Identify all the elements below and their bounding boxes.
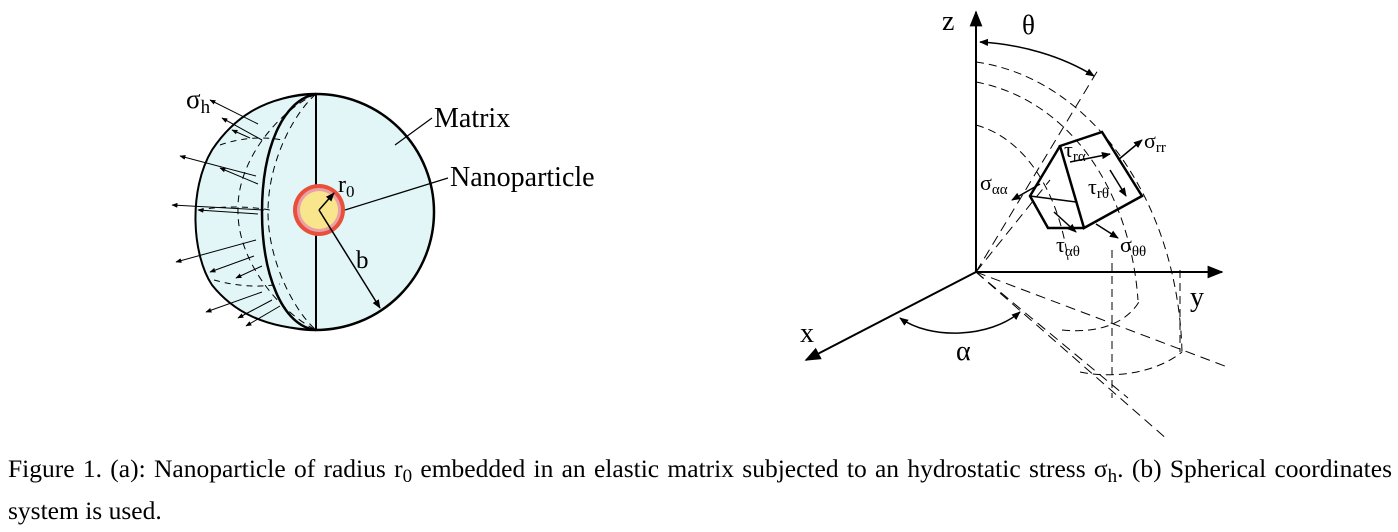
- figure-a: σh Matrix Nanoparticle r0 b: [171, 84, 595, 332]
- alpha-arc: [899, 311, 1021, 334]
- y-label: y: [1190, 282, 1204, 313]
- tau-ra-arrow: [1069, 152, 1111, 163]
- dashed-arc-equator: [1079, 351, 1183, 376]
- dashed-arc-mid: [975, 81, 1139, 301]
- tau-rt-arrow: [1109, 169, 1127, 197]
- stress-arrow-7: [197, 207, 259, 215]
- dashed-radial-2: [975, 271, 1129, 399]
- x-axis: [804, 271, 977, 361]
- dashed-latitude-1: [219, 137, 283, 146]
- tau-at-arrow: [1053, 211, 1077, 233]
- figure-caption: Figure 1. (a): Nanoparticle of radius r0…: [8, 454, 1393, 525]
- sigma-aa-arrow: [1011, 183, 1041, 201]
- theta-label: θ: [1022, 10, 1035, 40]
- figure-graphics: σh Matrix Nanoparticle r0 b: [171, 6, 1231, 441]
- sigma-rr-label: σrr: [1144, 128, 1166, 156]
- stress-arrow-5: [219, 167, 259, 185]
- tau-ra-label: τrα: [1064, 137, 1086, 165]
- sigma-rr-arrow: [1117, 139, 1143, 161]
- dashed-radial-theta: [975, 69, 1099, 273]
- b-label: b: [356, 247, 369, 274]
- stress-element-side: [1028, 145, 1084, 230]
- stress-arrow-13: [245, 305, 281, 327]
- dashed-arc-lower: [1061, 299, 1141, 332]
- stress-arrow-10: [235, 265, 263, 279]
- dashed-arc-inner: [975, 124, 1069, 261]
- outer-surface: [194, 93, 317, 331]
- matrix-label: Matrix: [434, 103, 510, 134]
- stress-arrow-12: [237, 299, 273, 319]
- sigma-tt-label: σθθ: [1120, 232, 1146, 260]
- sigma-aa-label: σαα: [980, 170, 1008, 198]
- stress-arrow-3: [231, 129, 251, 139]
- x-label: x: [800, 318, 814, 349]
- dashed-radial-1: [975, 271, 1231, 369]
- figure-b: z y x θ α σrr τrα τrθ σαα ταθ σθθ: [800, 6, 1231, 441]
- alpha-label: α: [956, 336, 971, 367]
- dashed-latitude-2: [197, 206, 271, 211]
- stress-arrow-2: [221, 117, 263, 141]
- stress-arrow-8: [175, 239, 257, 263]
- r0-label: r0: [338, 172, 355, 201]
- sigma-h-label: σh: [186, 84, 211, 118]
- tau-rt-label: τrθ: [1088, 174, 1109, 202]
- stress-arrow-6: [171, 202, 265, 211]
- cut-section: [260, 92, 317, 332]
- sigma-tt-arrow: [1095, 223, 1119, 239]
- z-label: z: [942, 6, 954, 37]
- dashed-meridian-2: [267, 93, 317, 331]
- dashed-radial-3: [975, 271, 1169, 441]
- matrix-leader: [394, 117, 433, 146]
- stress-arrow-1: [209, 99, 259, 125]
- r0-arrow: [318, 192, 335, 211]
- theta-arc: [979, 38, 1095, 77]
- nanoparticle-leader: [344, 177, 449, 211]
- b-arrow: [318, 209, 381, 309]
- stress-arrow-9: [209, 255, 255, 273]
- stress-arrow-4: [179, 155, 257, 177]
- stress-arrow-11: [205, 291, 263, 313]
- nanoparticle-label: Nanoparticle: [450, 162, 595, 193]
- stress-element-front: [1058, 130, 1144, 230]
- tau-at-label: ταθ: [1056, 232, 1080, 260]
- dashed-radial-4: [975, 179, 1051, 273]
- stress-element-inner: [1029, 195, 1077, 203]
